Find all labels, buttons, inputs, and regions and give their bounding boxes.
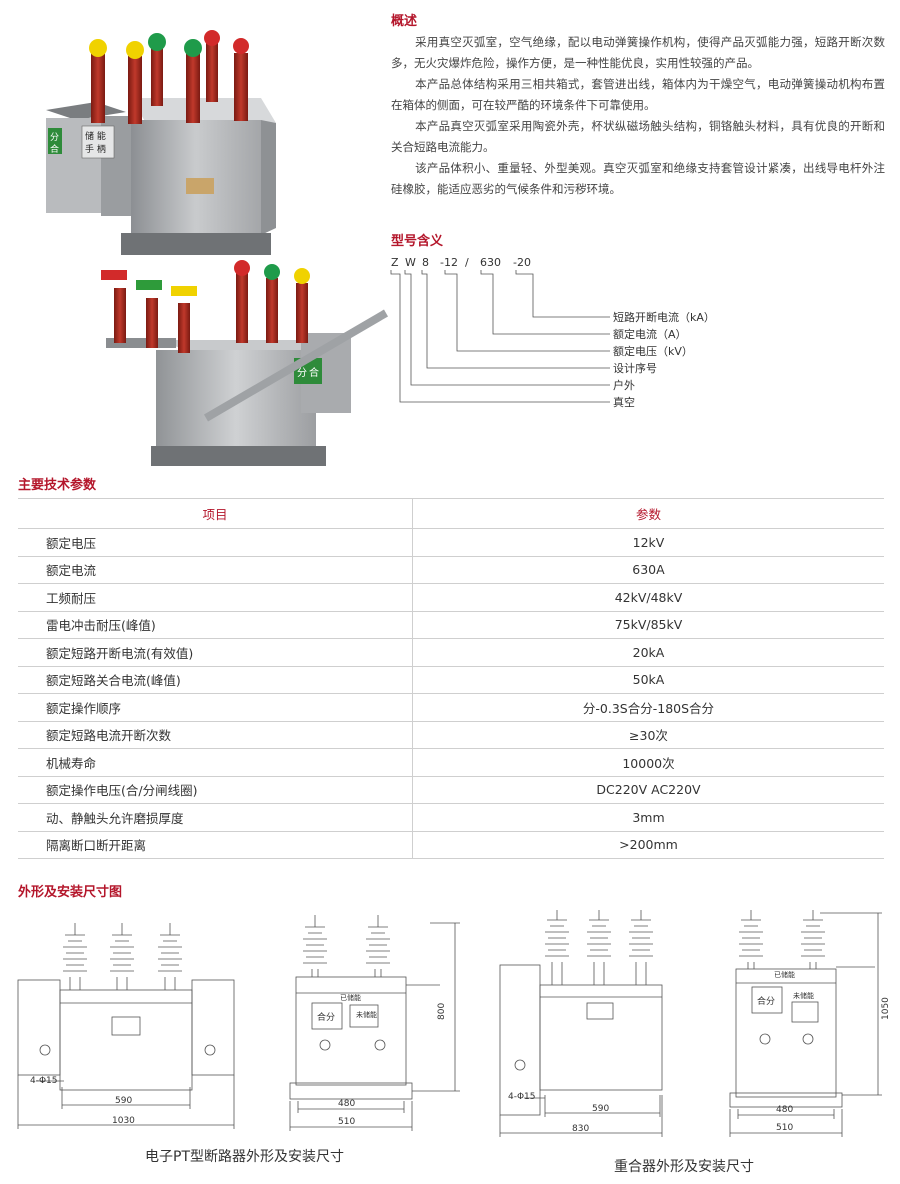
model-code-diagram: Z W 8 -12 / 630 -20 短路开断电流（kA） 额定电流（A） 额… bbox=[390, 256, 715, 409]
product-photo-top: 分 合 储 能 手 柄 bbox=[46, 30, 276, 255]
photo-label-handle: 手 柄 bbox=[85, 143, 106, 155]
d4-height: 1050 bbox=[881, 997, 891, 1020]
badge-close-2: 合 bbox=[309, 366, 319, 379]
d1-outer-width: 1030 bbox=[112, 1116, 135, 1126]
d3-outer-width: 830 bbox=[572, 1124, 589, 1134]
spec-item: 额定短路开断电流(有效值) bbox=[18, 638, 413, 667]
model-title: 型号含义 bbox=[391, 234, 444, 249]
code-20: -20 bbox=[513, 256, 531, 269]
meaning-rated-voltage: 额定电压（kV） bbox=[613, 344, 693, 358]
spec-value: ≥30次 bbox=[412, 721, 884, 749]
overview-title: 概述 bbox=[391, 14, 418, 29]
overview-paragraph-4: 该产品体积小、重量轻、外型美观。真空灭弧室和绝缘支持套管设计紧凑，出线导电杆外注… bbox=[391, 161, 885, 196]
code-w: W bbox=[405, 256, 416, 269]
code-12: -12 bbox=[440, 256, 458, 269]
spec-value: 分-0.3S合分-180S合分 bbox=[412, 693, 884, 722]
spec-value: 50kA bbox=[412, 666, 884, 694]
spec-item: 动、静触头允许磨损厚度 bbox=[18, 803, 413, 832]
badge-open: 分 bbox=[50, 132, 59, 143]
code-z: Z bbox=[391, 256, 399, 269]
product-photo-bottom: 分 合 bbox=[101, 260, 389, 466]
d4-outer-width: 510 bbox=[776, 1123, 793, 1133]
spec-value: 10000次 bbox=[412, 748, 884, 777]
spec-item: 额定电压 bbox=[18, 528, 413, 557]
d2-unstored-label: 未储能 bbox=[356, 1010, 377, 1019]
meaning-design-number: 设计序号 bbox=[613, 361, 657, 375]
spec-item: 雷电冲击耐压(峰值) bbox=[18, 611, 413, 639]
specs-header-item: 项目 bbox=[18, 498, 413, 529]
spec-value: DC220V AC220V bbox=[412, 776, 884, 804]
dimensions-title: 外形及安装尺寸图 bbox=[18, 885, 123, 900]
d4-unstored-label: 未储能 bbox=[793, 991, 814, 1000]
meaning-vacuum: 真空 bbox=[613, 395, 635, 409]
caption-pt-breaker: 电子PT型断路器外形及安装尺寸 bbox=[145, 1149, 344, 1165]
specs-title: 主要技术参数 bbox=[18, 478, 97, 493]
spec-item: 机械寿命 bbox=[18, 748, 413, 777]
code-630: 630 bbox=[480, 256, 501, 269]
overview-body: 采用真空灭弧室，空气绝缘，配以电动弹簧操作机构，使得产品灭弧能力强，短路开断次数… bbox=[391, 32, 885, 200]
table-row: 额定操作电压(合/分闸线圈)DC220V AC220V bbox=[18, 776, 884, 804]
overview-paragraph-1: 采用真空灭弧室，空气绝缘，配以电动弹簧操作机构，使得产品灭弧能力强，短路开断次数… bbox=[391, 35, 885, 70]
drawing-pt-breaker-front bbox=[17, 923, 235, 1129]
spec-value: 20kA bbox=[412, 638, 884, 667]
d2-button-label: 合分 bbox=[317, 1011, 335, 1023]
spec-item: 额定操作顺序 bbox=[18, 693, 413, 722]
spec-value: 630A bbox=[412, 556, 884, 584]
spec-item: 工频耐压 bbox=[18, 583, 413, 612]
code-8: 8 bbox=[422, 256, 429, 269]
spec-value: 3mm bbox=[412, 803, 884, 832]
table-row: 雷电冲击耐压(峰值)75kV/85kV bbox=[18, 611, 884, 639]
spec-item: 额定短路关合电流(峰值) bbox=[18, 666, 413, 694]
table-row: 额定短路关合电流(峰值)50kA bbox=[18, 666, 884, 694]
photo-label-store: 储 能 bbox=[85, 130, 106, 142]
spec-item: 额定操作电压(合/分闸线圈) bbox=[18, 776, 413, 804]
spec-item: 额定短路电流开断次数 bbox=[18, 721, 413, 749]
table-row: 额定短路开断电流(有效值)20kA bbox=[18, 638, 884, 667]
dimension-drawings: 4-Φ15 590 1030 800 480 510 已储能 未储能 合分 4-… bbox=[17, 910, 891, 1137]
meaning-rated-current: 额定电流（A） bbox=[613, 327, 687, 341]
spec-value: 75kV/85kV bbox=[412, 611, 884, 639]
drawing-recloser-front bbox=[499, 910, 663, 1137]
d3-hole-label: 4-Φ15 bbox=[508, 1092, 536, 1102]
d4-inner-width: 480 bbox=[776, 1105, 793, 1115]
code-slash: / bbox=[465, 256, 469, 269]
overview-paragraph-3: 本产品真空灭弧室采用陶瓷外壳，杯状纵磁场触头结构，铜铬触头材料，具有优良的开断和… bbox=[391, 119, 885, 154]
d2-outer-width: 510 bbox=[338, 1117, 355, 1127]
table-row: 额定操作顺序分-0.3S合分-180S合分 bbox=[18, 693, 884, 722]
badge-close: 合 bbox=[50, 143, 59, 155]
overview-paragraph-2: 本产品总体结构采用三相共箱式，套管进出线，箱体内为干燥空气，电动弹簧操动机构布置… bbox=[391, 77, 885, 112]
caption-recloser: 重合器外形及安装尺寸 bbox=[614, 1159, 754, 1175]
spec-item: 额定电流 bbox=[18, 556, 413, 584]
d2-inner-width: 480 bbox=[338, 1099, 355, 1109]
spec-value: 12kV bbox=[412, 528, 884, 557]
table-row: 额定短路电流开断次数≥30次 bbox=[18, 721, 884, 749]
d4-button-label: 合分 bbox=[757, 995, 775, 1007]
meaning-breaking-current: 短路开断电流（kA） bbox=[613, 310, 715, 324]
meaning-outdoor: 户外 bbox=[613, 378, 635, 392]
specs-header-row: 项目 参数 bbox=[18, 498, 884, 529]
drawing-recloser-side bbox=[729, 910, 882, 1137]
spec-value: >200mm bbox=[412, 831, 884, 859]
specs-header-value: 参数 bbox=[412, 498, 884, 529]
d1-hole-label: 4-Φ15 bbox=[30, 1076, 58, 1086]
d3-inner-width: 590 bbox=[592, 1104, 609, 1114]
d1-inner-width: 590 bbox=[115, 1096, 132, 1106]
spec-item: 隔离断口断开距离 bbox=[18, 831, 413, 859]
spec-value: 42kV/48kV bbox=[412, 583, 884, 612]
d2-stored-label: 已储能 bbox=[340, 993, 361, 1002]
d4-stored-label: 已储能 bbox=[774, 970, 795, 979]
drawing-pt-breaker-side bbox=[289, 915, 460, 1131]
table-row: 隔离断口断开距离>200mm bbox=[18, 831, 884, 859]
d2-height: 800 bbox=[437, 1003, 447, 1020]
badge-open-2: 分 bbox=[297, 367, 307, 379]
